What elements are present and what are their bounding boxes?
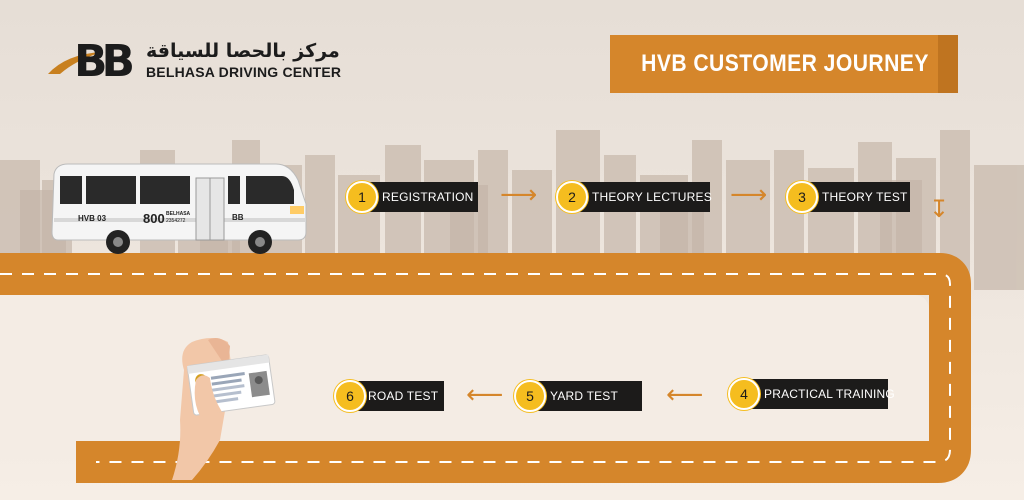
step-number-badge: 6 (334, 380, 366, 412)
step-number-badge: 2 (556, 181, 588, 213)
step-theory-test: 3 THEORY TEST (786, 181, 910, 213)
logo-mark: BB (74, 36, 135, 87)
step-registration: 1 REGISTRATION (346, 181, 478, 213)
road-end-cap (76, 441, 96, 483)
title-banner: HVB CUSTOMER JOURNEY (610, 35, 958, 93)
logo-english-text: BELHASA DRIVING CENTER (146, 64, 342, 80)
step-number-badge: 4 (728, 378, 760, 410)
bus-icon (51, 163, 307, 254)
step-number-badge: 1 (346, 181, 378, 213)
down-arrow-icon: ↧ (929, 195, 950, 223)
belhasa-logo: BB مركز بالحصا للسياقة BELHASA DRIVING C… (46, 36, 341, 88)
step-number-badge: 3 (786, 181, 818, 213)
logo-swoosh-icon (48, 52, 102, 74)
road-inner-area (0, 295, 929, 441)
left-arrow-icon: ⟵ (666, 380, 704, 410)
step-number-badge: 5 (514, 380, 546, 412)
step-label: PRACTICAL TRAINING (764, 387, 895, 401)
right-arrow-icon: ⟶ (730, 180, 768, 210)
step-label: REGISTRATION (382, 190, 474, 204)
step-road-test: 6 ROAD TEST (334, 380, 444, 412)
right-arrow-icon: ⟶ (500, 180, 538, 210)
bus-door-logo: BB (232, 213, 244, 222)
bus-phone-number: 2354272 (166, 218, 186, 224)
left-arrow-icon: ⟵ (466, 380, 504, 410)
step-label: YARD TEST (550, 389, 619, 403)
step-theory-lectures: 2 THEORY LECTURES (556, 181, 712, 213)
bus-phone-brand: BELHASA (166, 211, 191, 217)
step-yard-test: 5 YARD TEST (514, 380, 642, 412)
thumb-icon (194, 375, 222, 416)
step-label: THEORY TEST (822, 190, 908, 204)
step-label: THEORY LECTURES (592, 190, 712, 204)
step-practical-training: 4 PRACTICAL TRAINING (728, 378, 895, 410)
bus-phone-prefix: 800 (143, 211, 165, 226)
logo-arabic-text: مركز بالحصا للسياقة (146, 40, 340, 62)
bus-route-code: HVB 03 (78, 214, 107, 223)
step-label: ROAD TEST (368, 389, 439, 403)
page-title: HVB CUSTOMER JOURNEY (641, 50, 929, 77)
